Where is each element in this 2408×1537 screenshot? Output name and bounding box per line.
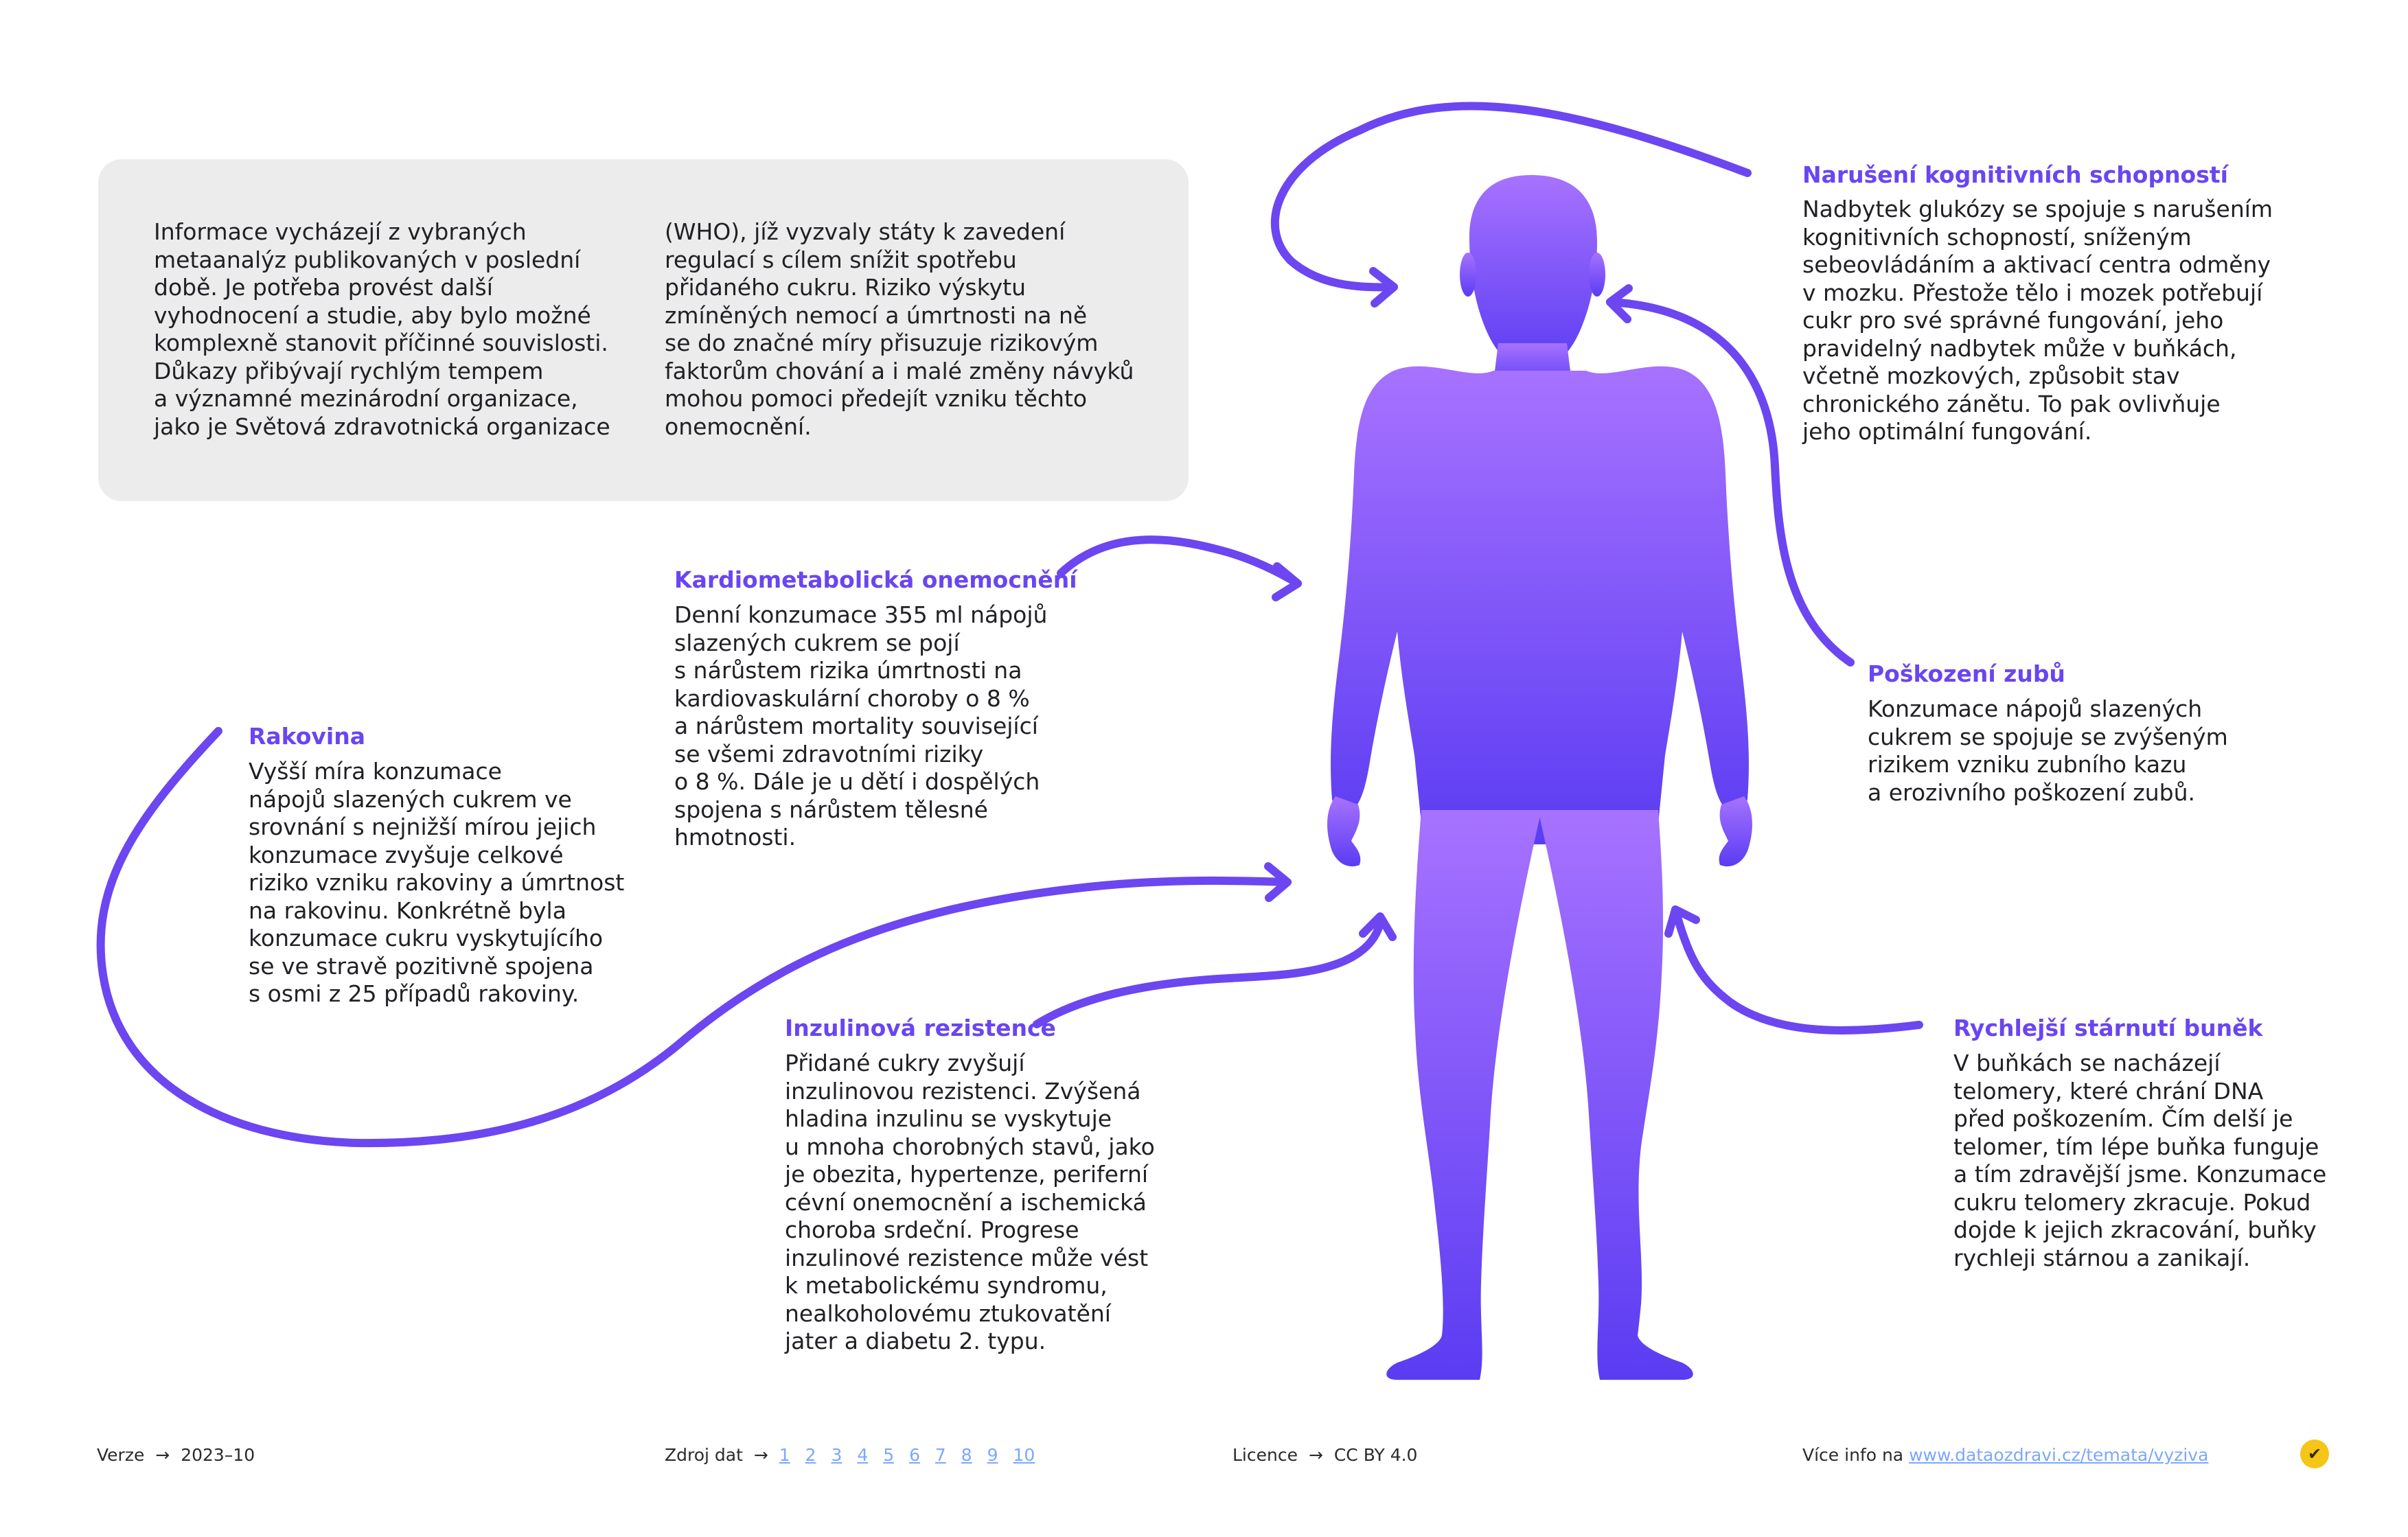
source-link-9[interactable]: 9 <box>987 1445 998 1465</box>
intro-box <box>98 159 1189 501</box>
sources-label: Zdroj dat <box>665 1445 743 1465</box>
arrow-insulin <box>1033 919 1384 1028</box>
logo-icon: ✔ <box>2300 1440 2329 1468</box>
footer-more-info: Více info na www.dataozdravi.cz/temata/v… <box>1802 1445 2208 1465</box>
arrow-right-icon: → <box>155 1445 170 1465</box>
source-link-10[interactable]: 10 <box>1013 1445 1035 1465</box>
source-link-3[interactable]: 3 <box>831 1445 842 1465</box>
arrow-teeth <box>1606 298 1855 667</box>
arrow-cognitive-top <box>1271 102 1752 292</box>
license-label: Licence <box>1232 1445 1298 1465</box>
arrow-aging <box>1671 905 1923 1035</box>
version-label: Verze <box>97 1445 145 1465</box>
cognitive-title: Narušení kognitivních schopností <box>1802 161 2228 188</box>
arrow-head-cognitive-top <box>1369 267 1398 308</box>
footer-license: Licence → CC BY 4.0 <box>1232 1445 1417 1465</box>
arrow-head-insulin <box>1359 912 1397 941</box>
human-figure <box>1327 175 1752 1380</box>
source-link-6[interactable]: 6 <box>909 1445 920 1465</box>
source-link-2[interactable]: 2 <box>805 1445 816 1465</box>
arrow-head-cancer <box>1264 862 1292 902</box>
cardio-text: Denní konzumace 355 ml nápojů slazených … <box>674 601 1048 851</box>
arrow-right-icon: → <box>753 1445 768 1465</box>
intro-text-col2: (WHO), jíž vyzvaly státy k zavedení regu… <box>665 218 1134 440</box>
arrow-cancer <box>96 727 1292 1148</box>
source-link-4[interactable]: 4 <box>857 1445 869 1465</box>
source-link-1[interactable]: 1 <box>779 1445 790 1465</box>
cognitive-text: Nadbytek glukózy se spojuje s narušením … <box>1802 196 2273 445</box>
aging-text: V buňkách se nacházejí telomery, které c… <box>1953 1050 2327 1271</box>
teeth-title: Poškození zubů <box>1868 660 2065 687</box>
version-value: 2023–10 <box>181 1445 255 1465</box>
arrow-head-aging <box>1664 905 1700 938</box>
cancer-text: Vyšší míra konzumace nápojů slazených cu… <box>249 758 625 1007</box>
source-link-7[interactable]: 7 <box>934 1445 946 1465</box>
arrow-right-icon: → <box>1308 1445 1323 1465</box>
source-link-8[interactable]: 8 <box>961 1445 972 1465</box>
more-info-label: Více info na <box>1802 1445 1904 1465</box>
cardio-title: Kardiometabolická onemocnění <box>674 566 1077 593</box>
aging-title: Rychlejší stárnutí buněk <box>1953 1015 2263 1041</box>
arrow-head-cardio <box>1272 562 1302 601</box>
insulin-text: Přidané cukry zvyšují inzulinovou rezist… <box>785 1050 1155 1354</box>
intro-text-col1: Informace vycházejí z vybraných metaanal… <box>154 218 610 440</box>
arrow-cardio <box>1057 535 1302 588</box>
teeth-text: Konzumace nápojů slazených cukrem se spo… <box>1868 695 2228 806</box>
footer-sources: Zdroj dat → 1 2 3 4 5 6 7 8 9 10 <box>665 1445 1044 1465</box>
license-value: CC BY 4.0 <box>1333 1445 1418 1465</box>
source-link-5[interactable]: 5 <box>883 1445 895 1465</box>
footer-version: Verze → 2023–10 <box>97 1445 255 1465</box>
arrow-head-teeth <box>1606 284 1633 323</box>
more-info-link[interactable]: www.dataozdravi.cz/temata/vyziva <box>1909 1445 2209 1465</box>
insulin-title: Inzulinová rezistence <box>785 1015 1056 1041</box>
cancer-title: Rakovina <box>249 723 365 750</box>
